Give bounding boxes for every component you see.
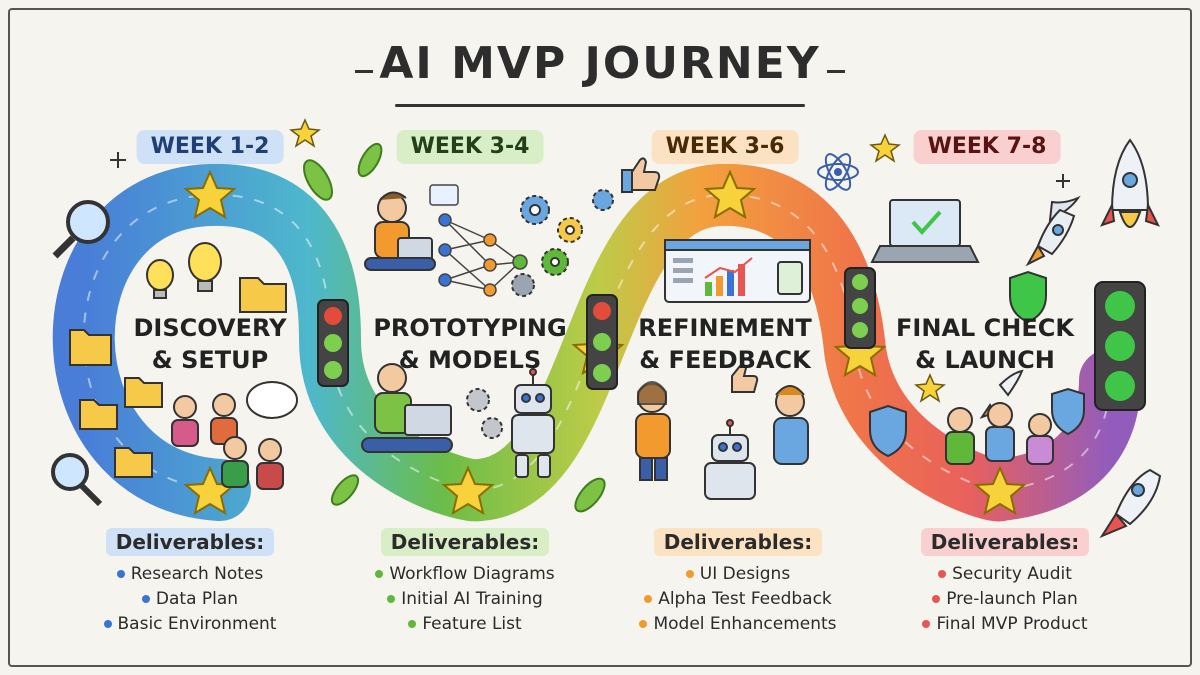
phase-title-line2: & SETUP xyxy=(151,346,269,374)
deliverables-block-2: Deliverables: Workflow Diagrams Initial … xyxy=(355,528,575,637)
deliverable-item: Research Notes xyxy=(80,562,300,587)
deliverable-item: Model Enhancements xyxy=(628,612,848,637)
rocket-icon xyxy=(1100,138,1160,228)
deliverables-title: Deliverables: xyxy=(380,528,550,556)
thumbs-up-icon xyxy=(731,363,759,393)
folder-icon xyxy=(69,277,287,478)
phase-title-2: PROTOTYPING & MODELS xyxy=(370,312,570,376)
deliverable-item: Security Audit xyxy=(895,562,1115,587)
sparkle-star-icon xyxy=(289,118,946,403)
phase-title-3: REFINEMENT & FEEDBACK xyxy=(625,312,825,376)
bullet-dot-icon xyxy=(932,595,941,603)
lightbulb-icon xyxy=(146,242,222,299)
phase-title-line1: FINAL CHECK xyxy=(896,314,1074,342)
leaf-icon xyxy=(303,142,606,513)
phase-title-line2: & MODELS xyxy=(398,346,542,374)
bullet-dot-icon xyxy=(938,570,947,578)
robot-icon xyxy=(704,419,756,500)
bullet-dot-icon xyxy=(639,620,648,628)
deliverable-item: Feature List xyxy=(355,612,575,637)
title-dash-right xyxy=(827,70,845,73)
feedback-people-icon xyxy=(635,381,809,481)
bullet-dot-icon xyxy=(922,620,931,628)
deliverable-item: Pre-launch Plan xyxy=(895,587,1115,612)
atom-icon xyxy=(817,153,859,191)
shield-icon xyxy=(869,270,1085,458)
bullet-dot-icon xyxy=(375,570,384,578)
traffic-light-icon xyxy=(317,299,349,387)
thumbs-up-icon xyxy=(621,157,661,193)
deliverables-block-3: Deliverables: UI Designs Alpha Test Feed… xyxy=(628,528,848,637)
laptop-check-icon xyxy=(870,199,980,263)
deliverables-list: Security Audit Pre-launch Plan Final MVP… xyxy=(895,562,1115,637)
rocket-icon xyxy=(1025,195,1081,267)
bullet-dot-icon xyxy=(408,620,417,628)
laptop-person-icon xyxy=(361,363,453,453)
bullet-dot-icon xyxy=(685,570,694,578)
traffic-light-icon xyxy=(586,294,618,390)
dashboard-screen-icon xyxy=(664,239,811,303)
deliverables-block-4: Deliverables: Security Audit Pre-launch … xyxy=(895,528,1115,637)
rocket-icon xyxy=(1099,468,1162,539)
phase-title-4: FINAL CHECK & LAUNCH xyxy=(885,312,1085,376)
developer-person-icon xyxy=(364,191,436,271)
gear-icon xyxy=(466,189,614,439)
week-label-1: WEEK 1-2 xyxy=(136,130,284,164)
phase-title-line1: PROTOTYPING xyxy=(373,314,567,342)
title-dash-left xyxy=(355,70,373,73)
bullet-dot-icon xyxy=(644,595,653,603)
phase-title-line1: DISCOVERY xyxy=(133,314,287,342)
magnifier-icon xyxy=(51,200,110,507)
title-underline xyxy=(395,104,805,107)
deliverable-item: Initial AI Training xyxy=(355,587,575,612)
page-title: AI MVP JOURNEY xyxy=(379,38,821,89)
neural-network-icon xyxy=(429,184,528,297)
phase-title-line2: & LAUNCH xyxy=(915,346,1055,374)
week-label-3: WEEK 3-6 xyxy=(651,130,799,164)
deliverables-list: UI Designs Alpha Test Feedback Model Enh… xyxy=(628,562,848,637)
deliverables-block-1: Deliverables: Research Notes Data Plan B… xyxy=(80,528,300,637)
deliverables-list: Research Notes Data Plan Basic Environme… xyxy=(80,562,300,637)
traffic-light-icon xyxy=(844,267,876,349)
deliverable-item: Workflow Diagrams xyxy=(355,562,575,587)
week-label-4: WEEK 7-8 xyxy=(913,130,1061,164)
deliverable-item: Final MVP Product xyxy=(895,612,1115,637)
sparkle-icon xyxy=(110,152,1070,188)
deliverable-item: Data Plan xyxy=(80,587,300,612)
deliverables-title: Deliverables: xyxy=(653,528,823,556)
bullet-dot-icon xyxy=(387,595,396,603)
robot-icon xyxy=(511,368,555,478)
phase-title-line2: & FEEDBACK xyxy=(639,346,811,374)
bullet-dot-icon xyxy=(141,595,150,603)
phase-title-line1: REFINEMENT xyxy=(638,314,812,342)
deliverables-title: Deliverables: xyxy=(105,528,275,556)
bullet-dot-icon xyxy=(116,570,125,578)
deliverables-list: Workflow Diagrams Initial AI Training Fe… xyxy=(355,562,575,637)
celebrating-people-icon xyxy=(945,402,1054,465)
deliverable-item: UI Designs xyxy=(628,562,848,587)
page-frame xyxy=(8,8,1192,667)
traffic-light-icon xyxy=(1094,281,1146,411)
deliverables-title: Deliverables: xyxy=(920,528,1090,556)
bullet-dot-icon xyxy=(103,620,112,628)
phase-title-1: DISCOVERY & SETUP xyxy=(110,312,310,376)
deliverable-item: Alpha Test Feedback xyxy=(628,587,848,612)
week-label-2: WEEK 3-4 xyxy=(396,130,544,164)
deliverable-item: Basic Environment xyxy=(80,612,300,637)
team-people-icon xyxy=(171,381,298,490)
